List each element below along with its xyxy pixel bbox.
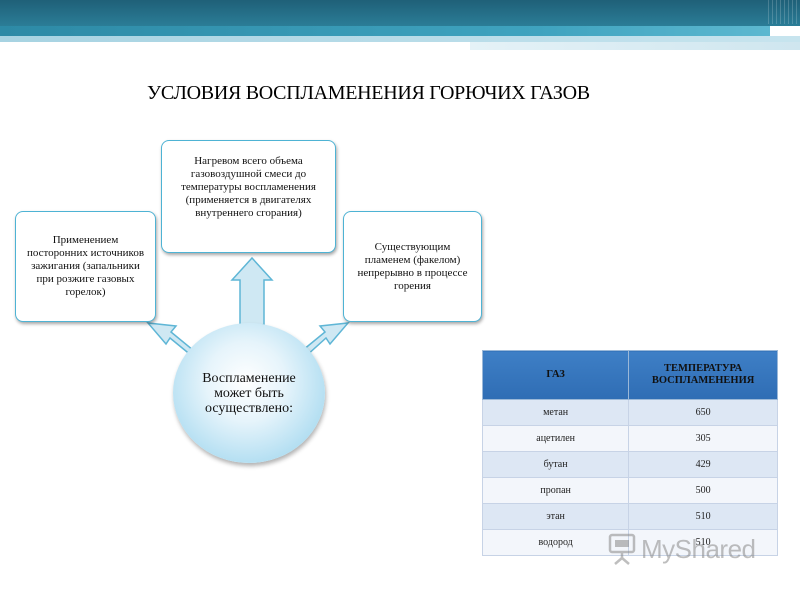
arrow-up [230, 256, 274, 326]
column-header-temperature: ТЕМПЕРАТУРА ВОСПЛАМЕНЕНИЯ [628, 350, 778, 400]
method-box-external-ignition: Применением посторонних источников зажиг… [15, 211, 156, 322]
method-text: Существующим пламенем (факелом) непрерыв… [357, 240, 468, 292]
method-box-volume-heating: Нагревом всего объема газовоздушной смес… [161, 140, 336, 253]
center-circle: Воспламенение может быть осуществлено: [173, 323, 325, 463]
table-row: метан 650 [481, 399, 778, 426]
gas-name: водород [481, 529, 630, 556]
presentation-icon [608, 533, 636, 565]
method-box-existing-flame: Существующим пламенем (факелом) непрерыв… [343, 211, 482, 322]
gas-name: метан [481, 399, 630, 426]
gas-temperature: 429 [628, 451, 778, 478]
table-row: ацетилен 305 [481, 425, 778, 452]
arrow-up-left [146, 322, 194, 358]
column-header-gas: ГАЗ [481, 350, 630, 400]
gas-name: бутан [481, 451, 630, 478]
gas-temperature: 305 [628, 425, 778, 452]
table-header-row: ГАЗ ТЕМПЕРАТУРА ВОСПЛАМЕНЕНИЯ [481, 350, 778, 400]
gas-name: пропан [481, 477, 630, 504]
gas-temperature: 510 [628, 503, 778, 530]
slide-title: УСЛОВИЯ ВОСПЛАМЕНЕНИЯ ГОРЮЧИХ ГАЗОВ [147, 82, 590, 104]
method-text: Применением посторонних источников зажиг… [26, 234, 145, 298]
table-row: пропан 500 [481, 477, 778, 504]
watermark: MyShared [607, 533, 756, 565]
gas-temperature: 510 [628, 529, 778, 556]
watermark-text: MyShared [641, 533, 756, 564]
header-stripe [0, 26, 770, 36]
gas-name: этан [481, 503, 630, 530]
center-text: Воспламенение может быть осуществлено: [202, 370, 296, 416]
ignition-temperature-table: ГАЗ ТЕМПЕРАТУРА ВОСПЛАМЕНЕНИЯ метан 650 … [481, 350, 778, 556]
header-pattern [768, 0, 800, 24]
gas-name: ацетилен [481, 425, 630, 452]
gas-temperature: 650 [628, 399, 778, 426]
gas-temperature: 500 [628, 477, 778, 504]
table-row: водород 510 [481, 529, 778, 556]
method-text: Нагревом всего объема газовоздушной смес… [181, 155, 316, 219]
table-row: этан 510 [481, 503, 778, 530]
header-stripe-light [0, 36, 800, 42]
table-row: бутан 429 [481, 451, 778, 478]
header-band [0, 0, 800, 26]
header-stripe-pale [470, 42, 800, 50]
